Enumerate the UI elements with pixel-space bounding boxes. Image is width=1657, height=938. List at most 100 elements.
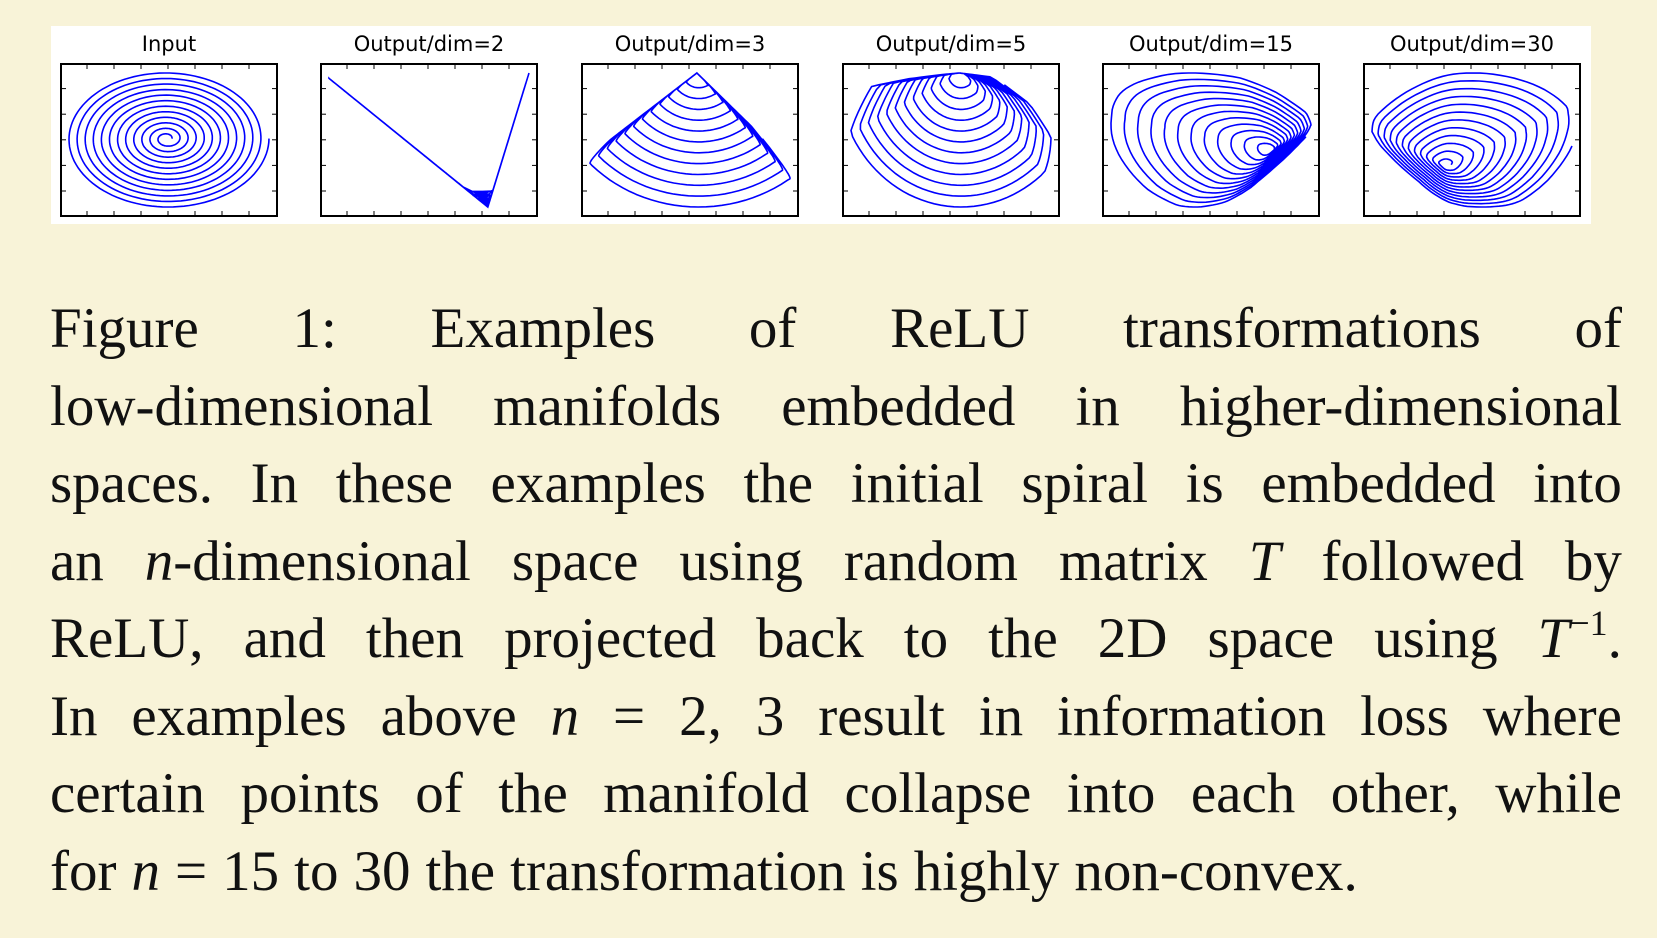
text: in (1075, 374, 1120, 438)
text: certain (50, 762, 206, 825)
text: 2D (1097, 607, 1168, 670)
caption-word: certain (50, 755, 205, 833)
text: is (1185, 452, 1224, 515)
caption-word: using (679, 523, 803, 601)
caption-word: each (1191, 755, 1295, 833)
spiral-curve (328, 72, 530, 209)
text: collapse (844, 762, 1032, 825)
text: embedded (1261, 452, 1496, 515)
text: highly (913, 839, 1060, 903)
caption-word: low-dimensional (50, 368, 433, 446)
panel-title: Output/dim=5 (875, 32, 1027, 56)
caption-word: transformation (510, 833, 846, 911)
caption-word: 30 (353, 833, 410, 911)
caption-word: in (979, 678, 1023, 756)
caption-word: to (294, 833, 338, 911)
text: space (1207, 607, 1335, 670)
caption-word: ReLU (890, 290, 1029, 368)
text: into (1066, 762, 1156, 825)
text: of (415, 762, 463, 825)
text: projected (504, 607, 717, 670)
caption-word: 2, (679, 678, 722, 756)
caption-word: into (1067, 755, 1156, 833)
caption-word: initial (851, 445, 984, 523)
caption-word: higher-dimensional (1180, 368, 1622, 446)
text: for (50, 839, 117, 903)
text: = (174, 839, 208, 903)
text: the (743, 452, 814, 515)
text: low-dimensional (50, 374, 434, 438)
caption-word: loss (1360, 678, 1449, 756)
spiral-plot (842, 63, 1060, 217)
caption-word: of (749, 290, 796, 368)
spiral-curve (589, 71, 791, 208)
text: spiral (1021, 452, 1148, 515)
text: back (756, 607, 864, 670)
text: these (335, 452, 453, 515)
text: points (240, 762, 380, 825)
spiral-curve (1371, 72, 1573, 208)
text: . (1607, 607, 1622, 670)
caption-word: 3 (756, 678, 785, 756)
text: to (903, 607, 949, 670)
caption-word: T−1. (1538, 600, 1622, 678)
caption-word: information (1057, 678, 1326, 756)
caption-word: collapse (845, 755, 1032, 833)
caption-word: of (1574, 290, 1621, 368)
text: Figure (50, 297, 199, 360)
caption-word: space (1207, 600, 1334, 678)
text: In (250, 452, 299, 515)
text: random (843, 529, 1018, 593)
text: transformation (510, 839, 846, 903)
caption-word: the (988, 600, 1058, 678)
text: to (294, 839, 339, 903)
caption-word: transformations (1123, 290, 1481, 368)
text: an (50, 529, 104, 593)
caption-word: while (1495, 755, 1622, 833)
spiral-plot (60, 63, 278, 217)
text: ReLU, (50, 607, 204, 670)
text: manifold (603, 762, 810, 825)
caption-word: highly (914, 833, 1060, 911)
caption-word: Examples (430, 290, 655, 368)
text: where (1482, 684, 1622, 748)
text: = (613, 684, 646, 748)
caption-word: into (1533, 445, 1622, 523)
caption-word: In (251, 445, 298, 523)
caption-word: an (50, 523, 104, 601)
spiral-plot (320, 63, 538, 217)
caption-word: n (551, 678, 580, 756)
caption-word: 15 (222, 833, 279, 911)
panel-5: Output/dim=5 (842, 26, 1060, 224)
text: higher-dimensional (1179, 374, 1622, 438)
text: using (1374, 607, 1498, 670)
text: examples (490, 452, 706, 515)
spiral-curve (850, 72, 1052, 208)
text: 1: (292, 297, 337, 360)
text: other, (1330, 762, 1460, 825)
caption-word: examples (491, 445, 706, 523)
text: the (498, 762, 568, 825)
math-symbol: n (144, 529, 174, 593)
panel-title: Input (141, 32, 197, 56)
spiral-curve (68, 72, 270, 208)
text: Examples (430, 297, 656, 360)
math-symbol: T (1537, 607, 1570, 670)
caption-word: matrix (1059, 523, 1208, 601)
text: non-convex. (1074, 839, 1358, 903)
spiral-plot (1102, 63, 1320, 217)
text: examples (131, 684, 347, 748)
text: the (988, 607, 1058, 670)
text: ReLU (890, 297, 1030, 360)
caption-word: = (175, 833, 207, 911)
caption-word: above (381, 678, 517, 756)
spiral-plot (581, 63, 799, 217)
text: loss (1360, 684, 1449, 748)
text: 3 (755, 684, 785, 748)
caption-word: of (415, 755, 462, 833)
